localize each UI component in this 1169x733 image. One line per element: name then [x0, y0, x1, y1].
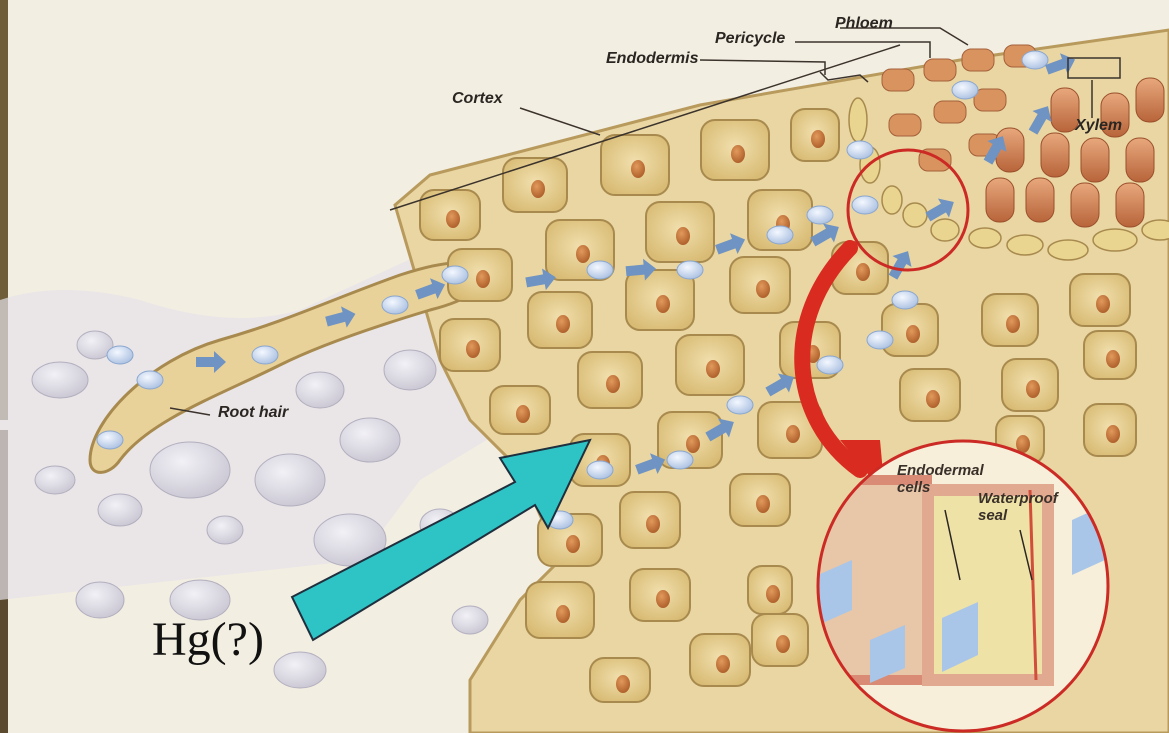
cell-nucleus	[476, 270, 490, 288]
phloem-label: Phloem	[835, 15, 893, 33]
cell-nucleus	[756, 495, 770, 513]
water-drop	[952, 81, 978, 99]
soil-particle	[207, 516, 243, 544]
phloem-cell	[882, 69, 914, 91]
cell-nucleus	[656, 295, 670, 313]
phloem-cell	[889, 114, 921, 136]
endodermis-cell	[1048, 240, 1088, 260]
cell-nucleus	[1106, 425, 1120, 443]
cell-nucleus	[606, 375, 620, 393]
cell-nucleus	[556, 605, 570, 623]
soil-particle	[452, 606, 488, 634]
water-drop	[677, 261, 703, 279]
endodermis-label: Endodermis	[606, 50, 698, 68]
endodermis-cell	[849, 98, 867, 142]
endodermis-cell	[882, 186, 902, 214]
endodermal-cells-label: Endodermal cells	[897, 463, 984, 496]
water-drop	[137, 371, 163, 389]
water-drop	[867, 331, 893, 349]
phloem-cell	[924, 59, 956, 81]
xylem-cell	[986, 178, 1014, 222]
water-drop	[727, 396, 753, 414]
soil-particle	[384, 350, 436, 390]
waterproof-seal-label: Waterproof seal	[978, 491, 1058, 524]
cell-nucleus	[731, 145, 745, 163]
cell-nucleus	[676, 227, 690, 245]
water-drop	[892, 291, 918, 309]
soil-particle	[98, 494, 142, 526]
soil-particle	[274, 652, 326, 688]
cell-nucleus	[856, 263, 870, 281]
cell-nucleus	[686, 435, 700, 453]
cell-nucleus	[1026, 380, 1040, 398]
cell-nucleus	[811, 130, 825, 148]
endodermis-cell	[1007, 235, 1043, 255]
cell-nucleus	[556, 315, 570, 333]
endodermis-cell	[1142, 220, 1169, 240]
cell-nucleus	[646, 515, 660, 533]
xylem-cell	[1071, 183, 1099, 227]
phloem-cell	[974, 89, 1006, 111]
water-drop	[852, 196, 878, 214]
water-drop	[442, 266, 468, 284]
cell-nucleus	[446, 210, 460, 228]
cell-nucleus	[906, 325, 920, 343]
water-drop	[767, 226, 793, 244]
water-drop	[817, 356, 843, 374]
cell-nucleus	[706, 360, 720, 378]
cell-nucleus	[516, 405, 530, 423]
hg-annotation: Hg(?)	[152, 612, 264, 667]
cell-nucleus	[716, 655, 730, 673]
xylem-cell	[1116, 183, 1144, 227]
phloem-cell	[934, 101, 966, 123]
water-drop	[587, 461, 613, 479]
xylem-label: Xylem	[1075, 117, 1122, 135]
xylem-cell	[1126, 138, 1154, 182]
endodermis-cell	[969, 228, 1001, 248]
cortex-label: Cortex	[452, 90, 503, 108]
xylem-cell	[1081, 138, 1109, 182]
cell-nucleus	[766, 585, 780, 603]
cell-nucleus	[631, 160, 645, 178]
soil-particle	[32, 362, 88, 398]
water-drop	[667, 451, 693, 469]
cell-nucleus	[1096, 295, 1110, 313]
xylem-cell	[1136, 78, 1164, 122]
cell-nucleus	[926, 390, 940, 408]
root-hair-label: Root hair	[218, 404, 288, 422]
soil-particle	[76, 582, 124, 618]
cell-nucleus	[566, 535, 580, 553]
xylem-cell	[1026, 178, 1054, 222]
cell-nucleus	[776, 635, 790, 653]
cell-nucleus	[756, 280, 770, 298]
water-drop	[847, 141, 873, 159]
xylem-cell	[1041, 133, 1069, 177]
cell-nucleus	[1106, 350, 1120, 368]
soil-particle	[340, 418, 400, 462]
soil-particle	[296, 372, 344, 408]
water-drop	[382, 296, 408, 314]
endodermis-cell	[903, 203, 927, 227]
water-drop	[107, 346, 133, 364]
cell-nucleus	[531, 180, 545, 198]
water-drop	[807, 206, 833, 224]
soil-particle	[35, 466, 75, 494]
soil-particle	[150, 442, 230, 498]
soil-particle	[255, 454, 325, 506]
cell-nucleus	[576, 245, 590, 263]
cell-nucleus	[1006, 315, 1020, 333]
water-drop	[97, 431, 123, 449]
pericycle-label: Pericycle	[715, 30, 785, 48]
cell-nucleus	[466, 340, 480, 358]
water-drop	[1022, 51, 1048, 69]
endodermis-cell	[931, 219, 959, 241]
water-drop	[252, 346, 278, 364]
phloem-cell	[962, 49, 994, 71]
cell-nucleus	[656, 590, 670, 608]
cell-nucleus	[616, 675, 630, 693]
cell-nucleus	[786, 425, 800, 443]
endodermis-cell	[1093, 229, 1137, 251]
water-drop	[587, 261, 613, 279]
